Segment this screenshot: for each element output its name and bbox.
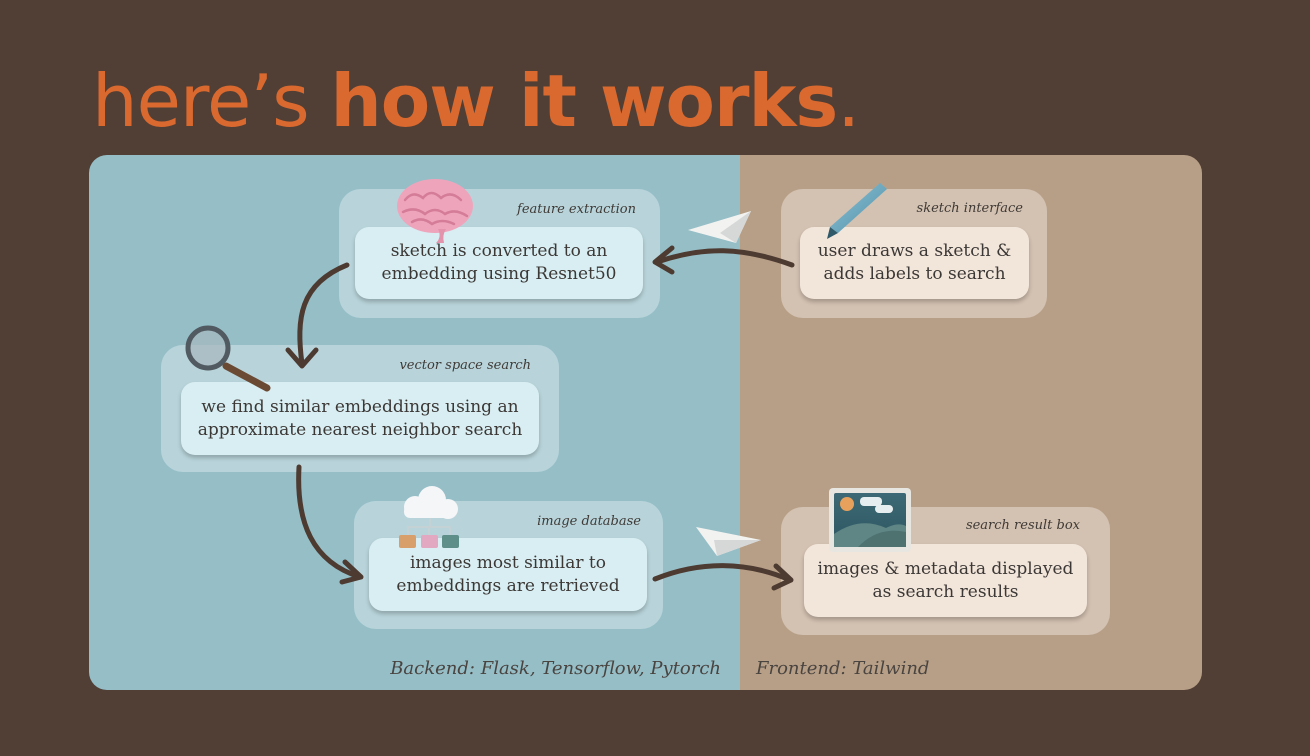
search-result-box-caption: search result box bbox=[965, 518, 1080, 533]
search-result-box-box: images & metadata displayed as search re… bbox=[804, 544, 1087, 617]
sketch-interface-text: user draws a sketch & adds labels to sea… bbox=[817, 241, 1012, 284]
page-title: here’s how it works. bbox=[92, 58, 860, 144]
image-database-card: image database images most similar to em… bbox=[354, 501, 663, 629]
sketch-interface-caption: sketch interface bbox=[916, 201, 1023, 216]
search-result-box-text: images & metadata displayed as search re… bbox=[817, 558, 1074, 602]
search-result-box-card: search result box images & metadata disp… bbox=[781, 507, 1110, 635]
cloud-database-icon bbox=[399, 486, 459, 548]
pencil-icon bbox=[827, 183, 887, 239]
image-database-caption: image database bbox=[537, 514, 641, 529]
arrow-sketch-to-features bbox=[654, 248, 795, 268]
paper-plane-icon bbox=[688, 211, 751, 243]
feature-extraction-card: feature extraction sketch is converted t… bbox=[339, 189, 660, 318]
arrow-database-to-results bbox=[652, 563, 793, 583]
feature-extraction-text: sketch is converted to an embedding usin… bbox=[381, 241, 617, 284]
arrow-database-to-results-head bbox=[771, 563, 794, 591]
image-database-text: images most similar to embeddings are re… bbox=[396, 552, 620, 596]
title-dot: . bbox=[837, 59, 860, 143]
landscape-photo-icon bbox=[829, 488, 911, 552]
arrow-features-to-search-head bbox=[285, 347, 319, 369]
frontend-footer: Frontend: Tailwind bbox=[756, 658, 930, 679]
magnifier-icon bbox=[185, 325, 271, 392]
vector-space-search-caption: vector space search bbox=[399, 358, 531, 373]
feature-extraction-caption: feature extraction bbox=[517, 202, 636, 217]
arrow-sketch-to-features-head bbox=[652, 245, 675, 275]
brain-icon bbox=[397, 179, 473, 243]
arrow-features-to-search bbox=[297, 262, 350, 367]
title-bold: how it works bbox=[330, 59, 839, 143]
feature-extraction-box: sketch is converted to an embedding usin… bbox=[355, 227, 643, 299]
vector-space-search-text: we find similar embeddings using an appr… bbox=[197, 396, 523, 440]
backend-footer: Backend: Flask, Tensorflow, Pytorch bbox=[390, 658, 721, 679]
arrow-search-to-database bbox=[296, 464, 363, 580]
paper-plane-icon bbox=[696, 527, 761, 556]
vector-space-search-box: we find similar embeddings using an appr… bbox=[181, 382, 539, 455]
sketch-interface-card: sketch interface user draws a sketch & a… bbox=[781, 189, 1047, 318]
title-light: here’s bbox=[92, 59, 331, 143]
image-database-box: images most similar to embeddings are re… bbox=[369, 538, 647, 611]
sketch-interface-box: user draws a sketch & adds labels to sea… bbox=[800, 227, 1029, 299]
arrow-search-to-database-head bbox=[339, 559, 364, 585]
